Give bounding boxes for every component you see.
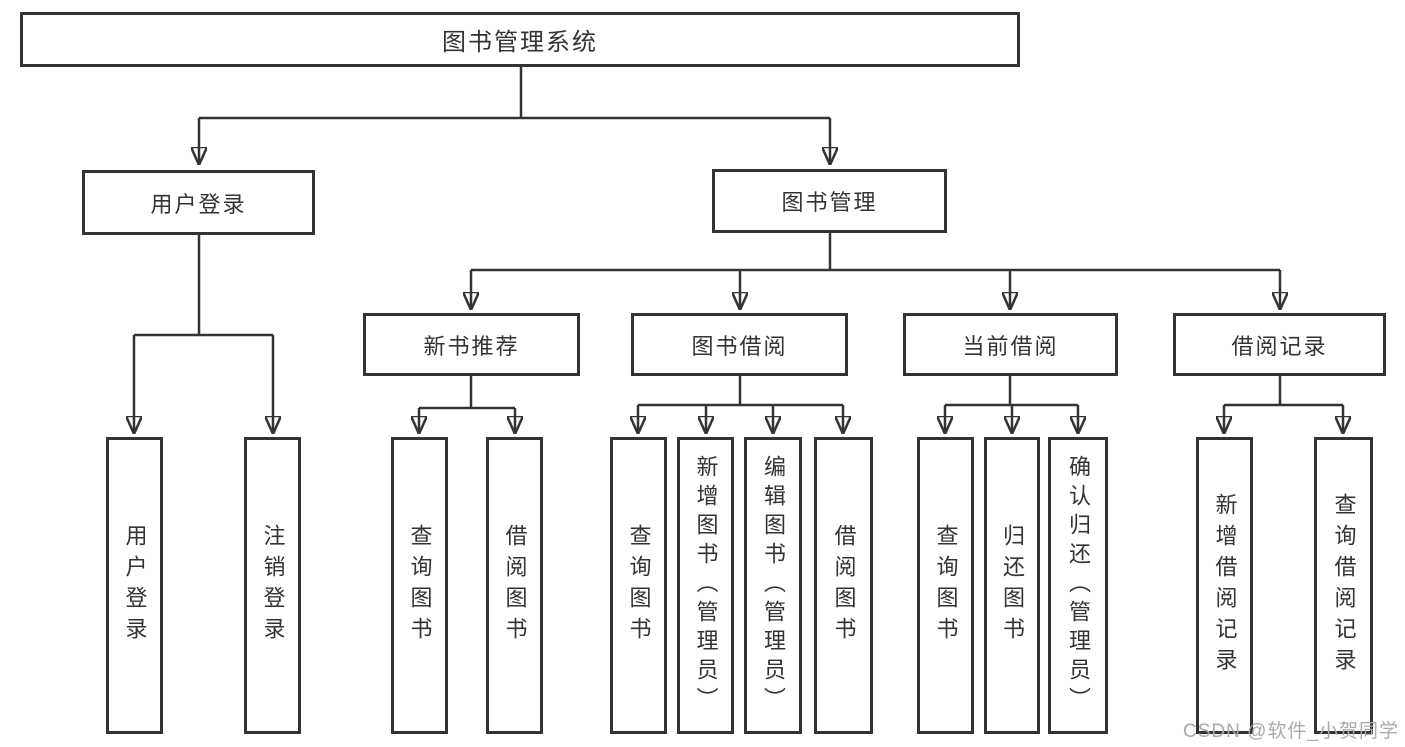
connector-borrowing-records [1224,376,1343,434]
leaf-confirm-return-admin: 确认归还（管理员） [1048,437,1108,734]
node-user-login: 用户登录 [82,170,315,235]
connector-current-borrowing [945,376,1078,434]
connector-user-login [134,235,273,434]
leaf-logout-login: 注销登录 [244,437,301,734]
connector-book-borrowing [638,376,843,434]
leaf-borrow-books: 借阅图书 [814,437,873,734]
csdn-watermark: CSDN @软件_小贺同学 [1183,721,1399,742]
node-current-borrowing: 当前借阅 [903,313,1118,376]
leaf-user-login: 用户登录 [106,437,163,734]
node-library-management-system: 图书管理系统 [20,12,1020,67]
leaf-return-books: 归还图书 [984,437,1040,734]
connector-book-mgmt [471,233,1280,310]
node-book-borrowing: 图书借阅 [631,313,848,376]
node-book-management: 图书管理 [712,169,947,233]
leaf-query-books-borrowing: 查询图书 [610,437,667,734]
node-new-book-recommendation: 新书推荐 [363,313,580,376]
node-borrowing-records: 借阅记录 [1173,313,1386,376]
leaf-query-borrowing-record: 查询借阅记录 [1314,437,1373,734]
leaf-query-books-recommend: 查询图书 [391,437,448,734]
leaf-add-books-admin: 新增图书（管理员） [677,437,734,734]
leaf-query-books-current: 查询图书 [917,437,974,734]
connector-new-books [419,376,515,434]
leaf-add-borrowing-record: 新增借阅记录 [1196,437,1253,734]
leaf-borrow-books-recommend: 借阅图书 [486,437,543,734]
connector-root [199,67,830,165]
leaf-edit-books-admin: 编辑图书（管理员） [744,437,802,734]
